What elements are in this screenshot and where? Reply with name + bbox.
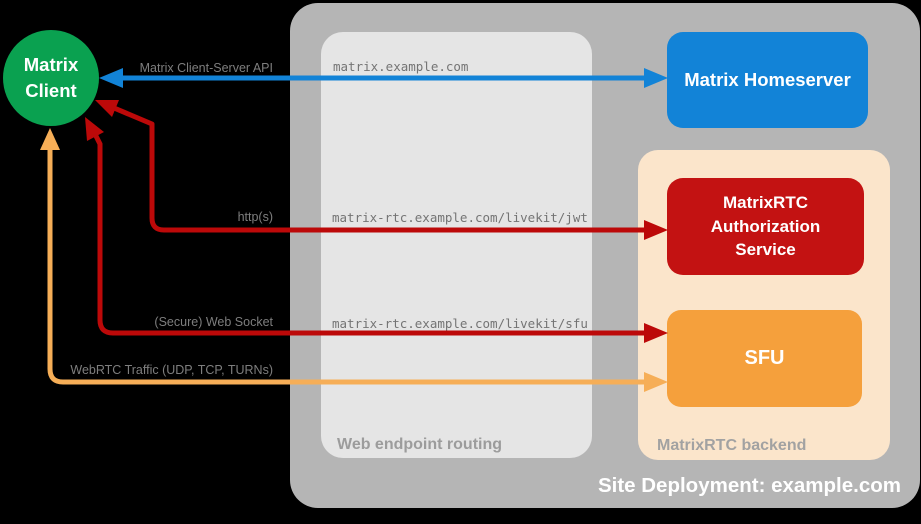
sfu-label: SFU [744, 347, 785, 369]
matrixrtc-backend-label: MatrixRTC backend [657, 437, 807, 454]
webrtc-traffic-arrowhead-client-icon [40, 128, 60, 150]
matrix-client-node: Matrix Client [3, 30, 99, 126]
webrtc-traffic-arrow-label: WebRTC Traffic (UDP, TCP, TURNs) [70, 363, 273, 377]
route-matrix-example-com: matrix.example.com [333, 59, 469, 74]
matrix-homeserver-node: Matrix Homeserver [667, 32, 868, 128]
client-server-api-arrowhead-left-icon [99, 68, 123, 88]
web-socket-arrow-label: (Secure) Web Socket [154, 315, 273, 329]
web-socket-arrowhead-client-icon [85, 117, 104, 141]
route-livekit-jwt: matrix-rtc.example.com/livekit/jwt [332, 210, 588, 225]
matrixrtc-authorization-service-label: MatrixRTC Authorization Service [710, 192, 821, 260]
matrix-homeserver-label: Matrix Homeserver [684, 69, 851, 90]
client-server-api-arrow-label: Matrix Client-Server API [139, 61, 273, 75]
matrixrtc-authorization-service-node: MatrixRTC Authorization Service [667, 178, 864, 275]
web-endpoint-routing-box [321, 32, 592, 458]
web-endpoint-routing-label: Web endpoint routing [337, 436, 503, 453]
sfu-node: SFU [667, 310, 862, 407]
matrix-client-label: Matrix Client [23, 54, 79, 101]
route-livekit-sfu: matrix-rtc.example.com/livekit/sfu [332, 316, 588, 331]
https-arrow-label: http(s) [237, 210, 273, 224]
site-deployment-title: Site Deployment: example.com [597, 474, 901, 497]
